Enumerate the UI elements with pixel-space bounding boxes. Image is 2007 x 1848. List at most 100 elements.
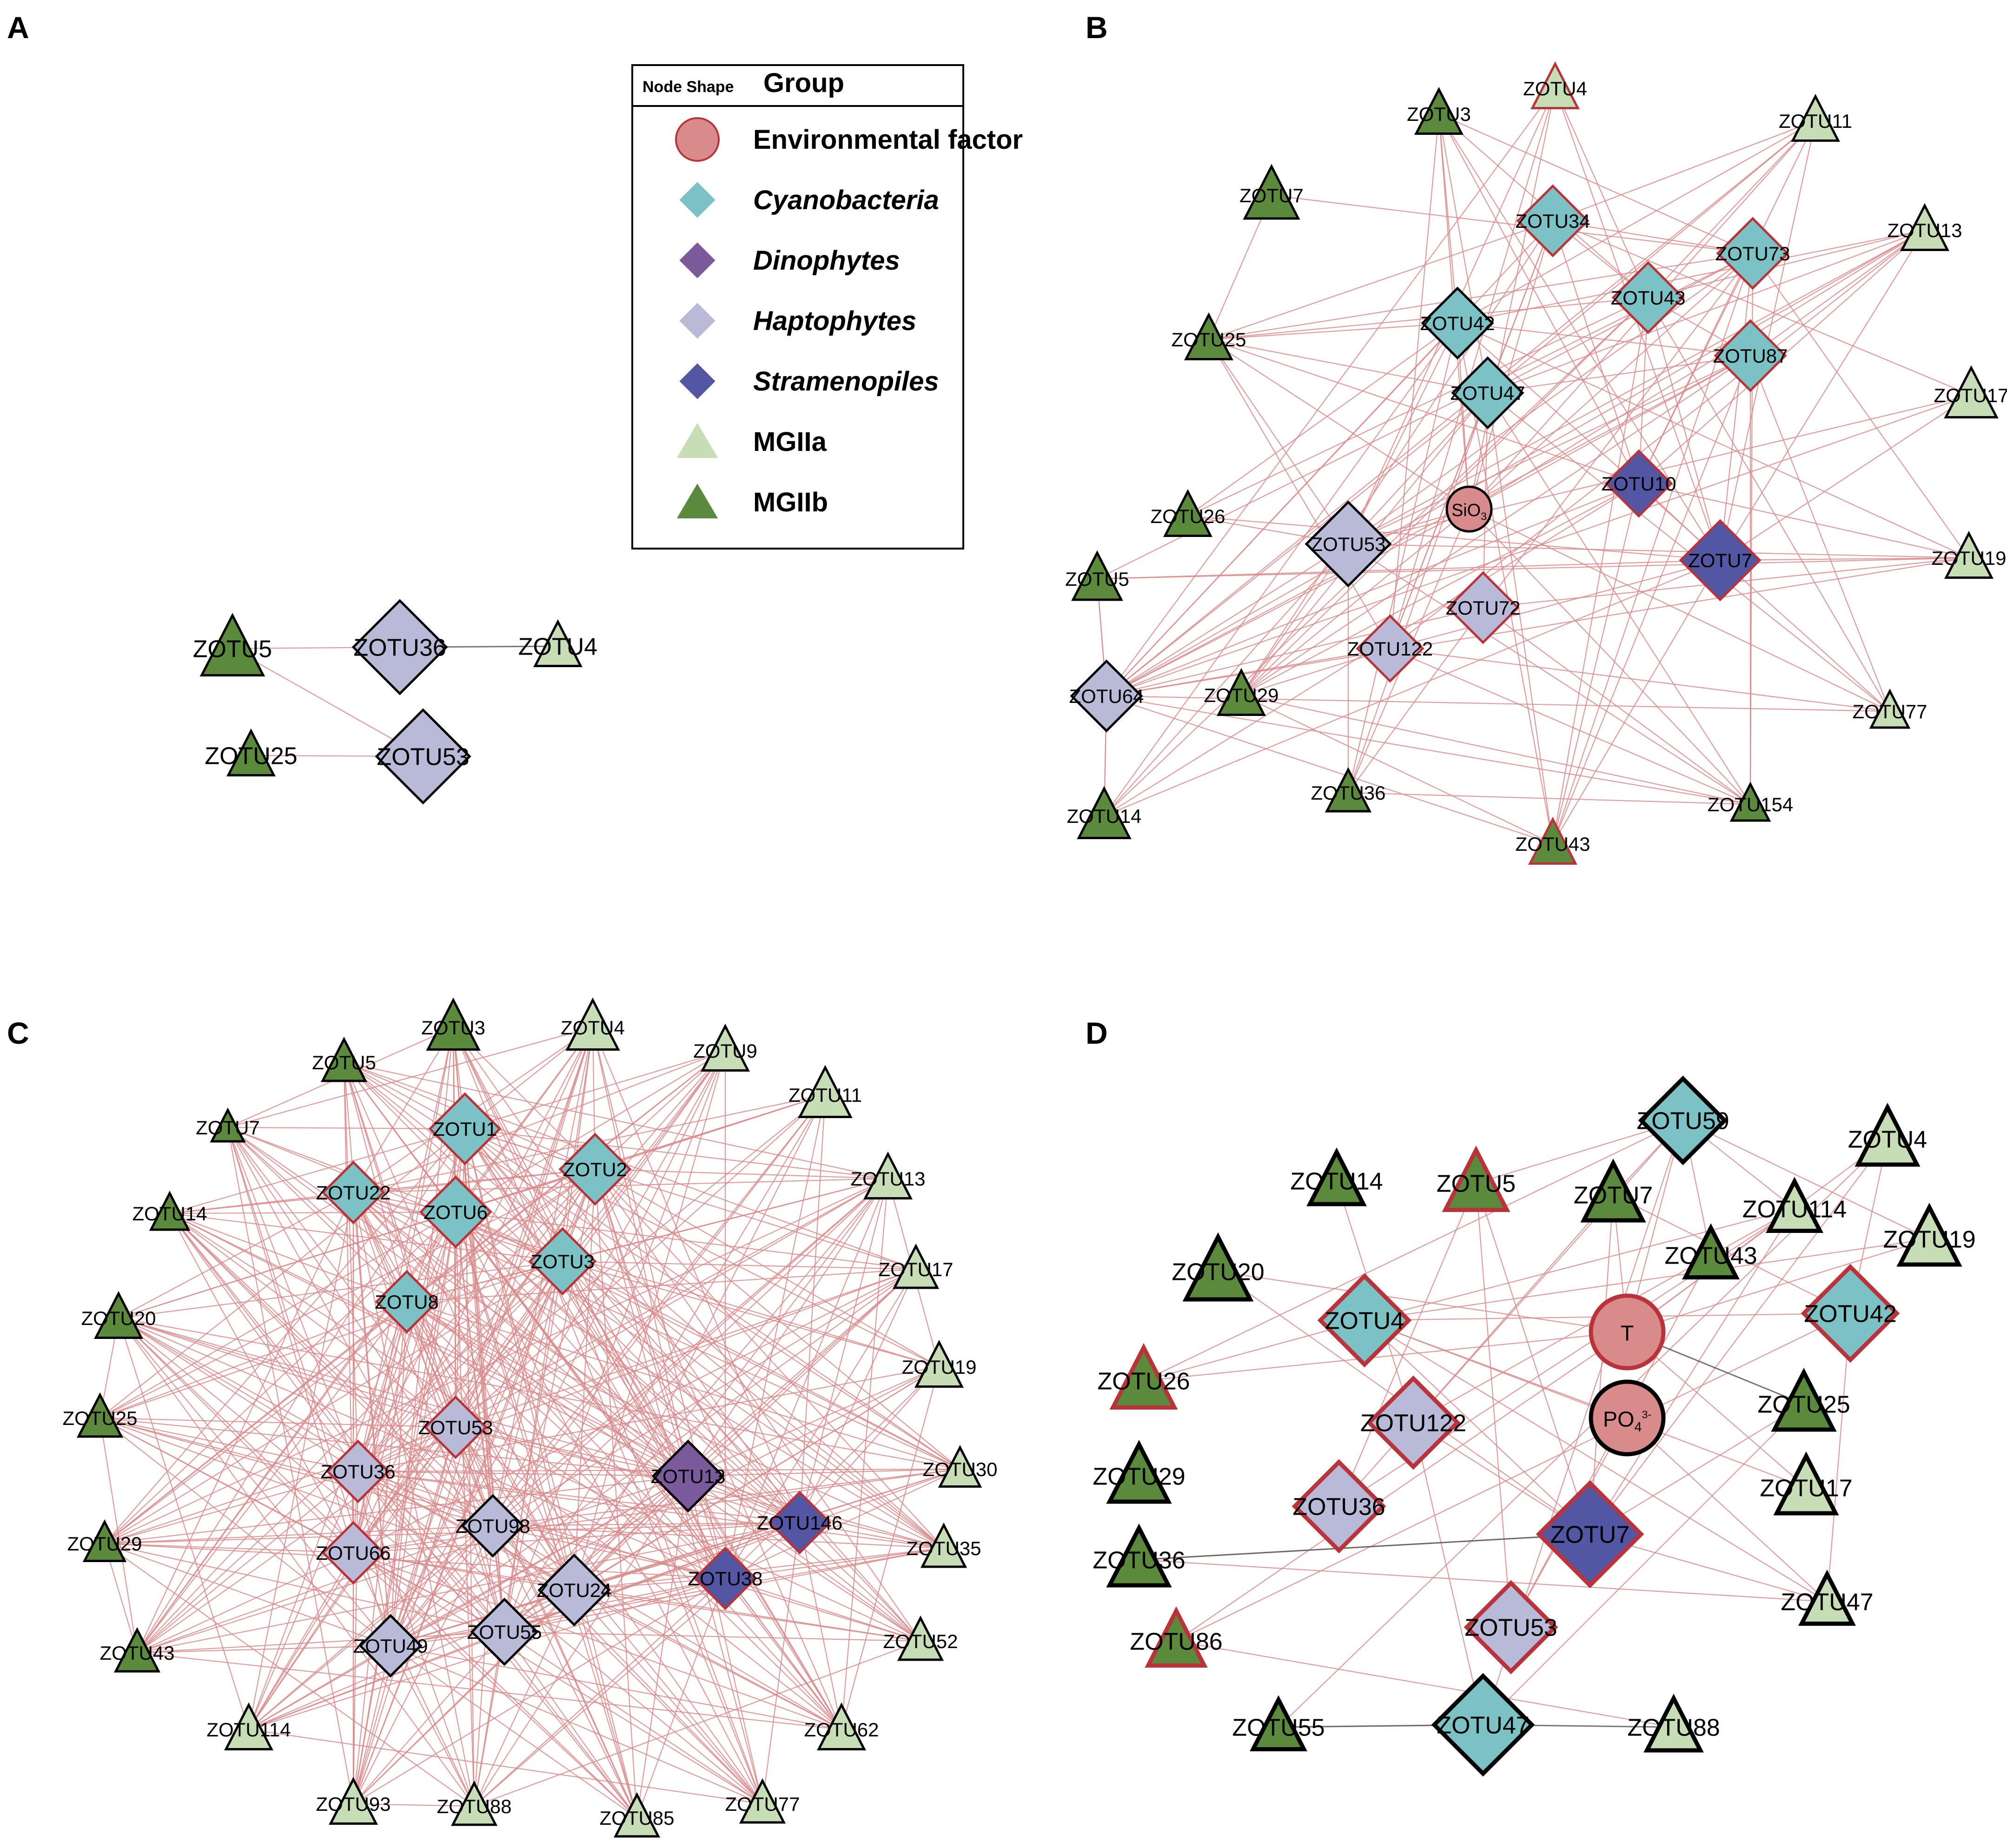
edge-b-77 (1208, 339, 1470, 510)
edge-c-366 (137, 1522, 800, 1654)
edge-b-14 (1552, 120, 1816, 222)
edge-b-63 (1552, 297, 1649, 844)
diamond-node (1611, 261, 1685, 334)
node-label: ZOTU98 (455, 1515, 530, 1537)
edge-c-311 (99, 1417, 358, 1472)
edge-b-64 (1208, 322, 1458, 340)
edge-d-41 (1176, 1313, 1851, 1642)
node-label: ZOTU13 (1887, 219, 1962, 241)
node-c-c_zotu14: ZOTU14 (132, 1191, 207, 1231)
node-b-b_zotu53: ZOTU53 (1305, 500, 1392, 588)
edge-c-207 (104, 1212, 456, 1544)
edge-c-263 (406, 1301, 505, 1632)
edge-c-124 (595, 1169, 940, 1367)
edge-d-37 (1143, 1331, 1628, 1382)
diamond-node (461, 1494, 525, 1558)
edge-b-3 (1554, 88, 1721, 561)
legend-triangle-icon (675, 482, 720, 519)
edge-b-69 (1457, 323, 1969, 558)
node-b-b_zotu11: ZOTU11 (1779, 93, 1852, 142)
edge-c-209 (455, 1212, 575, 1590)
edge-d-46 (1590, 1404, 1804, 1535)
node-c-c_zotu4: ZOTU4 (561, 997, 625, 1051)
edge-c-356 (725, 1469, 960, 1579)
diamond-node (1305, 500, 1392, 588)
edge-c-319 (99, 1417, 138, 1653)
triangle-node (1106, 1523, 1172, 1588)
node-b-b_zotu10: ZOTU10 (1601, 449, 1676, 518)
edge-c-325 (104, 1470, 358, 1544)
node-label: ZOTU53 (377, 744, 469, 771)
triangle-node (613, 1792, 661, 1838)
node-b-b_zotu36: ZOTU36 (1311, 767, 1386, 813)
edge-c-142 (594, 1169, 638, 1818)
edge-c-212 (390, 1212, 457, 1646)
node-c-c_zotu13: ZOTU13 (850, 1151, 926, 1199)
triangle-node (199, 613, 265, 676)
edge-b-127 (1106, 557, 1969, 697)
node-label: ZOTU38 (688, 1568, 762, 1590)
node-d-d_zotu47d: ZOTU47 (1431, 1673, 1535, 1777)
edge-b-22 (1271, 194, 1753, 254)
node-c-c_zotu85: ZOTU85 (599, 1792, 675, 1838)
edge-c-338 (688, 1468, 960, 1477)
edge-d-12 (1278, 1139, 1888, 1728)
env-factor-circle (1589, 1379, 1666, 1457)
edge-c-351 (474, 1476, 689, 1807)
legend-item-label: Cyanobacteria (753, 185, 939, 215)
node-label: ZOTU29 (1093, 1464, 1185, 1490)
edge-d-43 (1412, 1422, 1484, 1725)
triangle-node (1163, 489, 1212, 537)
edge-c-231 (562, 1261, 944, 1549)
edge-d-49 (1139, 1559, 1828, 1603)
triangle-node (1077, 786, 1132, 839)
edge-b-28 (1552, 220, 1972, 396)
edge-b-10 (1438, 113, 1639, 484)
node-d-d_zotu7t: ZOTU7 (1574, 1158, 1653, 1223)
edge-c-241 (406, 1268, 916, 1303)
legend-circle-icon (675, 117, 720, 162)
node-c-c_zotu38: ZOTU38 (688, 1546, 763, 1610)
node-c-c_zotu17: ZOTU17 (878, 1243, 954, 1289)
edge-b-73 (1104, 323, 1458, 816)
edge-c-414 (504, 1577, 726, 1633)
edge-c-272 (118, 1317, 456, 1428)
edge-c-100 (99, 1128, 465, 1418)
edge-b-59 (1647, 297, 1721, 561)
edge-c-259 (352, 1301, 408, 1553)
edge-b-50 (1469, 230, 1925, 510)
legend-diamond-icon (678, 362, 717, 401)
node-c-c_zotu6: ZOTU6 (419, 1175, 492, 1249)
edge-c-288 (688, 1366, 940, 1477)
edge-c-372 (104, 1525, 493, 1544)
edge-c-148 (118, 1192, 354, 1318)
diamond-node (537, 1553, 611, 1627)
edge-c-187 (492, 1178, 888, 1526)
node-c-c_zotu114: ZOTU114 (206, 1702, 291, 1750)
node-d-d_zotu7d: ZOTU7 (1536, 1480, 1644, 1589)
edge-b-95 (1487, 392, 1554, 844)
node-d-d_zotu59: ZOTU59 (1636, 1075, 1729, 1166)
edge-c-214 (455, 1212, 921, 1642)
edge-b-108 (1241, 509, 1470, 695)
diamond-node (375, 1270, 439, 1334)
edge-c-198 (118, 1211, 456, 1319)
edge-c-191 (504, 1178, 888, 1632)
node-c-c_zotu9: ZOTU9 (693, 1023, 757, 1072)
edge-c-294 (841, 1366, 940, 1730)
edge-c-161 (248, 1192, 354, 1730)
edge-c-256 (406, 1301, 960, 1470)
edge-b-129 (1106, 607, 1484, 697)
node-c-c_zotu35: ZOTU35 (906, 1522, 981, 1568)
edge-d-11 (1590, 1139, 1888, 1535)
edge-d-19 (1413, 1194, 1614, 1423)
edge-c-415 (390, 1577, 726, 1647)
diamond-node (358, 1614, 423, 1678)
node-d-d_zotu86: ZOTU86 (1130, 1606, 1223, 1668)
edge-b-114 (1348, 543, 1969, 559)
edge-c-348 (688, 1476, 842, 1730)
node-b-b_zotu4: ZOTU4 (1523, 61, 1587, 109)
diamond-node (1714, 319, 1787, 392)
node-label: ZOTU47 (1781, 1589, 1873, 1616)
